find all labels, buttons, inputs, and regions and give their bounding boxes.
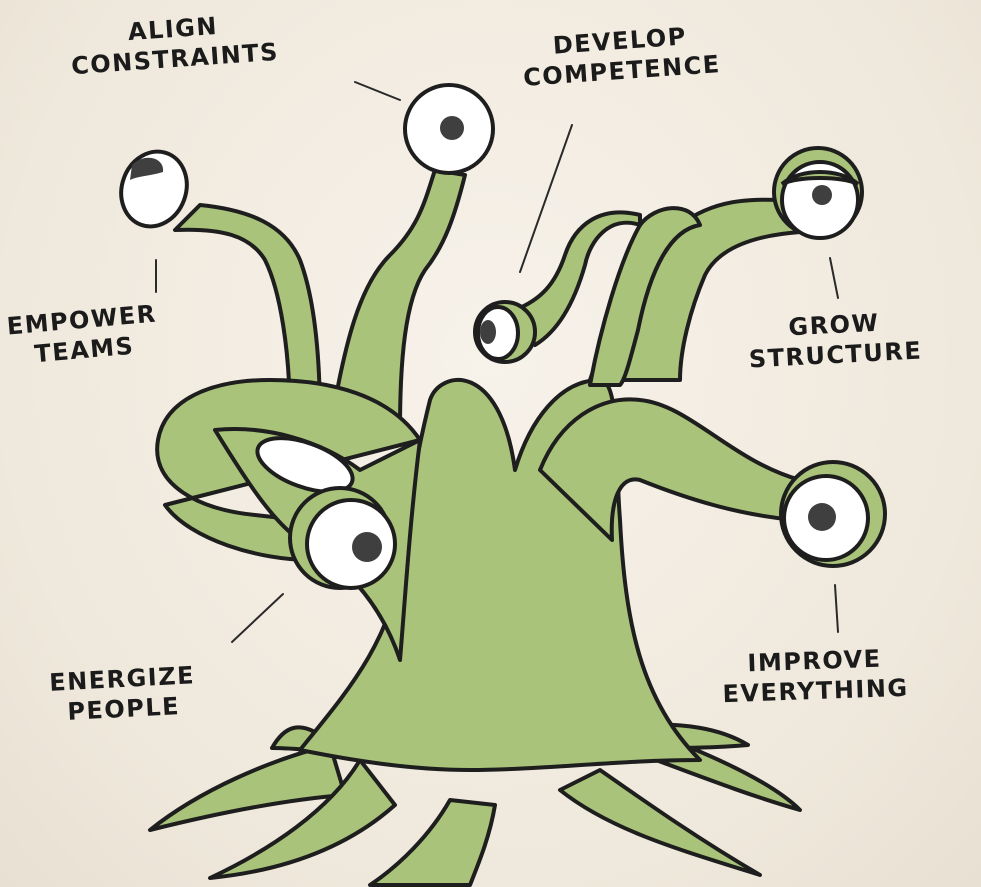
- eye-energize-people-pupil: [352, 532, 382, 562]
- root-left-far: [148, 743, 347, 832]
- eye-energize-lid: [255, 436, 355, 494]
- leader-grow-structure: [829, 257, 839, 299]
- stalk-develop-competence: [588, 206, 702, 387]
- eye-improve-everything-pupil: [808, 503, 836, 531]
- leader-improve-everything: [834, 584, 839, 633]
- label-grow-structure: GROW STRUCTURE: [747, 306, 923, 375]
- root-right: [558, 768, 762, 877]
- leader-align-constraints: [354, 81, 401, 101]
- leader-develop-competence: [519, 124, 573, 273]
- eye-develop-competence-pupil: [480, 320, 496, 344]
- stalk-align-constraints: [328, 168, 467, 432]
- label-improve-everything: IMPROVE EVERYTHING: [721, 643, 909, 709]
- eye-grow-structure-lid: [780, 170, 860, 186]
- eye-energize-people-white: [305, 498, 397, 590]
- leader-energize-people: [231, 593, 284, 643]
- root-left: [208, 758, 397, 880]
- eye-align-constraints-pupil: [440, 116, 464, 140]
- stalk-empower-teams: [173, 203, 322, 422]
- eye-grow-structure-pupil: [812, 185, 832, 205]
- eye-empower-teams-pupil: [130, 157, 164, 180]
- root-center: [368, 798, 497, 887]
- label-energize-people: ENERGIZE PEOPLE: [49, 660, 198, 728]
